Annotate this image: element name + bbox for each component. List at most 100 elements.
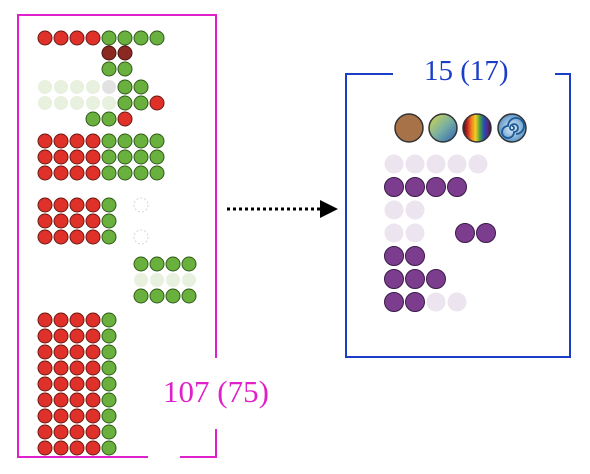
green-dot — [101, 61, 117, 77]
red-dot — [37, 149, 53, 165]
red-dot — [53, 133, 69, 149]
faint-purple-dot — [426, 154, 446, 174]
red-dot — [37, 213, 53, 229]
green-dot — [101, 344, 117, 360]
red-dot — [53, 344, 69, 360]
red-dot — [85, 197, 101, 213]
red-dot — [69, 133, 85, 149]
green-dot — [101, 424, 117, 440]
red-dot — [37, 392, 53, 408]
blue-spiral-swatch-icon — [497, 113, 527, 143]
red-dot — [53, 312, 69, 328]
red-dot — [53, 213, 69, 229]
red-dot — [37, 344, 53, 360]
green-dot — [117, 149, 133, 165]
red-dot — [37, 376, 53, 392]
red-dot — [37, 328, 53, 344]
red-dot — [85, 376, 101, 392]
red-dot — [85, 229, 101, 245]
red-dot — [85, 328, 101, 344]
left-panel-frame — [17, 14, 217, 458]
red-dot — [69, 440, 85, 456]
red-dot — [69, 344, 85, 360]
green-dot — [101, 328, 117, 344]
red-dot — [85, 424, 101, 440]
green-dot — [101, 392, 117, 408]
green-dot — [101, 376, 117, 392]
red-dot — [53, 440, 69, 456]
green-dot — [149, 30, 165, 46]
dark-red-dot — [117, 45, 133, 61]
green-dot — [165, 288, 181, 304]
red-dot — [85, 344, 101, 360]
green-dot — [101, 213, 117, 229]
green-dot — [101, 111, 117, 127]
red-dot — [37, 312, 53, 328]
red-dot — [85, 408, 101, 424]
faint-purple-dot — [447, 292, 467, 312]
red-dot — [37, 133, 53, 149]
red-dot — [149, 95, 165, 111]
green-dot — [101, 133, 117, 149]
red-dot — [53, 30, 69, 46]
faint-dot — [86, 80, 100, 94]
red-dot — [53, 408, 69, 424]
red-dot — [69, 197, 85, 213]
red-dot — [85, 149, 101, 165]
green-dot — [149, 288, 165, 304]
faint-purple-dot — [405, 200, 425, 220]
faint-purple-dot — [447, 154, 467, 174]
red-dot — [85, 360, 101, 376]
faint-gray-dot — [102, 80, 116, 94]
right-panel-count-label: 15 (17) — [424, 55, 509, 87]
green-dot — [133, 79, 149, 95]
red-dot — [37, 165, 53, 181]
green-dot — [149, 256, 165, 272]
purple-dot — [405, 292, 425, 312]
faint-dot — [54, 80, 68, 94]
purple-dot — [426, 269, 446, 289]
dark-red-dot — [101, 45, 117, 61]
green-dot — [117, 61, 133, 77]
right-frame-outline — [345, 73, 571, 358]
green-dot — [133, 30, 149, 46]
faint-purple-dot — [426, 292, 446, 312]
green-dot — [101, 440, 117, 456]
green-dot — [149, 133, 165, 149]
red-dot — [69, 213, 85, 229]
red-dot — [69, 165, 85, 181]
faint-dot — [70, 96, 84, 110]
red-dot — [37, 360, 53, 376]
red-dot — [53, 328, 69, 344]
purple-dot — [405, 246, 425, 266]
green-dot — [101, 360, 117, 376]
green-dot — [101, 165, 117, 181]
red-dot — [85, 392, 101, 408]
red-dot — [69, 328, 85, 344]
green-dot — [133, 149, 149, 165]
green-dot — [149, 165, 165, 181]
red-dot — [37, 197, 53, 213]
faint-purple-dot — [405, 223, 425, 243]
right-panel-frame — [345, 73, 571, 358]
green-dot — [101, 30, 117, 46]
red-dot — [53, 360, 69, 376]
faint-dot — [38, 96, 52, 110]
green-dot — [181, 256, 197, 272]
green-dot — [117, 95, 133, 111]
green-dot — [117, 165, 133, 181]
red-dot — [69, 408, 85, 424]
green-dot — [165, 256, 181, 272]
red-dot — [37, 30, 53, 46]
faint-purple-dot — [405, 154, 425, 174]
green-dot — [85, 111, 101, 127]
red-dot — [53, 424, 69, 440]
yellow-blue-gradient-swatch-icon — [428, 113, 458, 143]
red-dot — [69, 392, 85, 408]
faint-dot — [86, 96, 100, 110]
green-dot — [117, 133, 133, 149]
red-dot — [53, 229, 69, 245]
red-dot — [69, 149, 85, 165]
green-dot — [101, 408, 117, 424]
